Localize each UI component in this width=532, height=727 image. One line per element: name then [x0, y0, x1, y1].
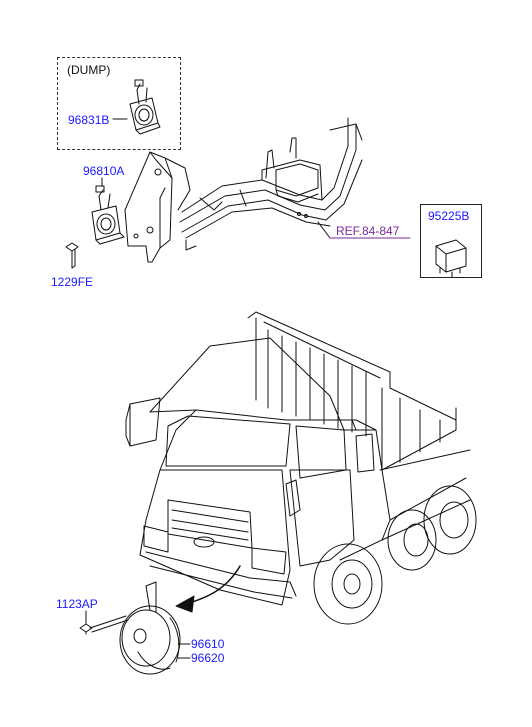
part-1229fe-label[interactable]: 1229FE: [51, 275, 94, 289]
reference-leader: [317, 221, 331, 239]
main-horn-icon: [119, 581, 181, 675]
dump-horn-icon: [112, 79, 161, 135]
bolt-1229fe-icon: [65, 242, 79, 269]
frame-assembly: [179, 117, 363, 251]
truck-illustration: [125, 311, 477, 625]
part-96620-label[interactable]: 96620: [191, 651, 225, 665]
reference-label[interactable]: REF.84-847: [336, 224, 400, 238]
bolt-1123ap-icon: [79, 610, 129, 635]
horn-96810a-icon: [91, 177, 125, 245]
location-arrow: [175, 565, 241, 613]
part-96810a-label[interactable]: 96810A: [83, 164, 125, 178]
dump-group-box: [57, 57, 181, 150]
part-96831b-label[interactable]: 96831B: [68, 113, 110, 127]
relay-box: [420, 204, 482, 278]
part-95225b-label[interactable]: 95225B: [428, 209, 470, 223]
part-1123ap-label[interactable]: 1123AP: [56, 597, 98, 611]
horn-bracket: [124, 151, 191, 263]
relay-icon: [435, 239, 467, 278]
part-96610-label[interactable]: 96610: [191, 637, 225, 651]
dump-label: (DUMP): [67, 63, 111, 77]
